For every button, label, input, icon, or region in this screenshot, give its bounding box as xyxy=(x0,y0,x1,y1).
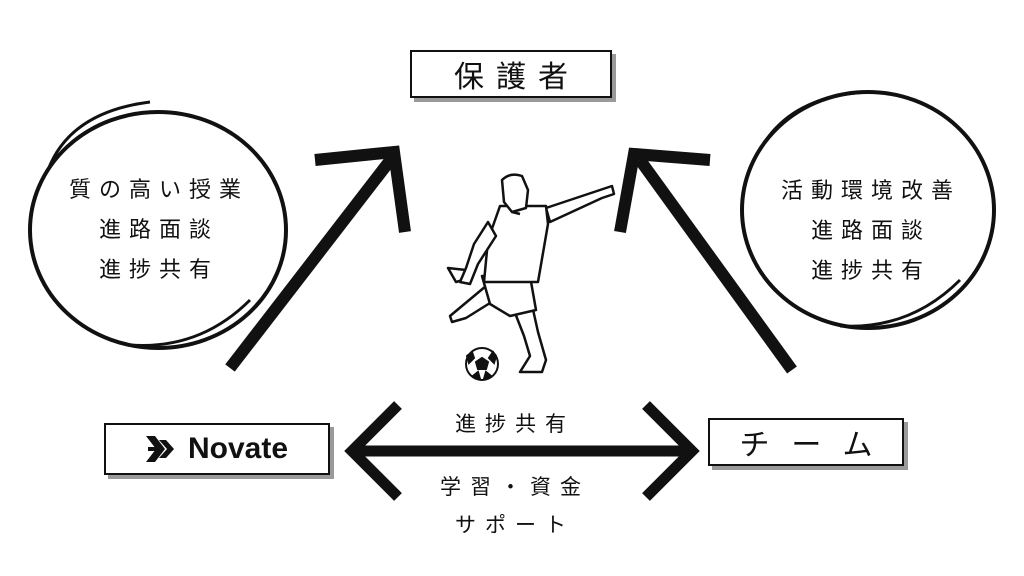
right-circle-text: 活動環境改善 進路面談 進捗共有 xyxy=(748,172,994,292)
team-box: チーム xyxy=(708,418,904,466)
soccer-player-kicking-icon xyxy=(446,173,616,374)
parents-label: 保護者 xyxy=(454,60,580,95)
support-label-line: 学習・資金 xyxy=(440,475,590,499)
right-circle-line: 進捗共有 xyxy=(810,259,931,284)
right-circle-line: 活動環境改善 xyxy=(780,179,961,204)
novate-brand-label: Novate xyxy=(187,432,289,465)
novate-logo: Novate xyxy=(145,432,289,466)
support-label-line: サポート xyxy=(455,513,575,537)
arrow-novate-to-parents xyxy=(225,145,411,372)
novate-chevron-logo-icon xyxy=(145,436,174,462)
novate-box: Novate xyxy=(104,423,330,475)
right-circle-line: 進路面談 xyxy=(810,219,931,244)
progress-share-label: 進捗共有 xyxy=(455,412,575,436)
left-circle-outline xyxy=(28,100,288,350)
parents-box: 保護者 xyxy=(410,50,612,98)
soccer-ball-icon xyxy=(465,347,499,381)
right-circle-outline xyxy=(740,90,996,330)
team-label: チーム xyxy=(739,428,895,463)
support-label: 学習・資金 サポート xyxy=(410,468,620,544)
left-circle-line: 進路面談 xyxy=(98,218,219,243)
left-circle-line: 進捗共有 xyxy=(98,258,219,283)
arrow-team-to-parents xyxy=(614,147,797,374)
left-circle-text: 質の高い授業 進路面談 進捗共有 xyxy=(36,171,282,291)
arrow-novate-team-bidirectional xyxy=(344,401,700,501)
left-circle-line: 質の高い授業 xyxy=(68,178,249,203)
